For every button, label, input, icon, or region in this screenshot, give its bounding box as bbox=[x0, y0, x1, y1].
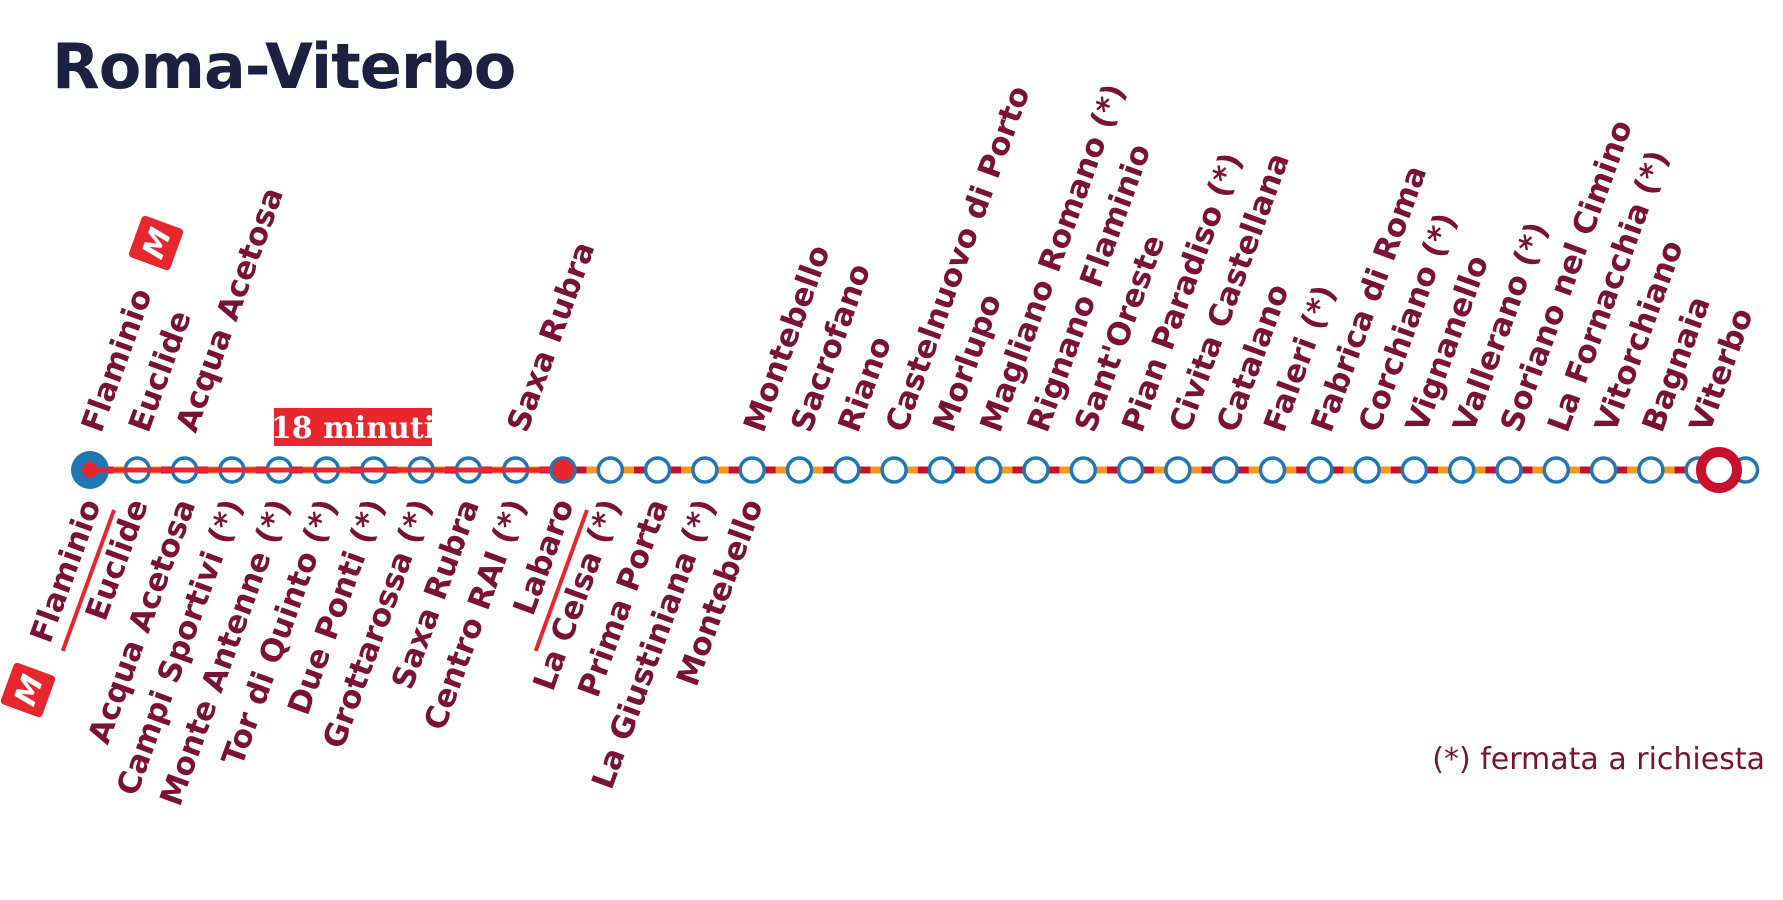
top-station-acqua-acetosa: Acqua Acetosa bbox=[169, 183, 291, 437]
footnote: (*) fermata a richiesta bbox=[1432, 742, 1765, 777]
station-marker bbox=[596, 456, 625, 484]
station-marker bbox=[1400, 456, 1429, 484]
station-marker bbox=[1022, 456, 1050, 484]
station-marker bbox=[785, 456, 814, 484]
station-marker bbox=[1589, 456, 1618, 484]
station-marker bbox=[1116, 456, 1145, 484]
page-title: Roma-Viterbo bbox=[52, 30, 516, 103]
flaminio-underline bbox=[60, 509, 116, 652]
highlight-label-box bbox=[274, 408, 432, 446]
station-marker bbox=[833, 456, 861, 484]
metro-icon bbox=[0, 662, 56, 718]
highlight-start-dot bbox=[82, 462, 98, 478]
station-marker bbox=[1353, 456, 1381, 484]
station-marker bbox=[1306, 456, 1334, 484]
station-marker bbox=[1495, 456, 1523, 484]
station-marker bbox=[1258, 456, 1287, 484]
station-marker bbox=[1542, 456, 1571, 484]
station-marker bbox=[643, 456, 672, 484]
station-marker bbox=[880, 456, 908, 484]
terminus-viterbo-marker bbox=[1696, 447, 1742, 493]
station-marker bbox=[927, 456, 956, 484]
metro-icon bbox=[128, 215, 184, 271]
highlight-end-dot bbox=[549, 456, 577, 484]
metro-badge-top: M bbox=[128, 215, 184, 271]
labaro-underline bbox=[533, 509, 589, 652]
station-marker bbox=[1211, 456, 1239, 484]
highlight-label: 18 minuti bbox=[271, 411, 435, 446]
station-marker bbox=[1069, 456, 1098, 484]
metro-badge-bottom: M bbox=[0, 662, 56, 718]
station-marker bbox=[691, 456, 719, 484]
station-marker bbox=[1637, 456, 1665, 484]
station-marker bbox=[974, 456, 1003, 484]
top-station-saxa-rubra: Saxa Rubra bbox=[500, 237, 602, 437]
station-marker bbox=[738, 456, 766, 484]
station-marker bbox=[1447, 456, 1476, 484]
station-marker bbox=[1164, 456, 1192, 484]
